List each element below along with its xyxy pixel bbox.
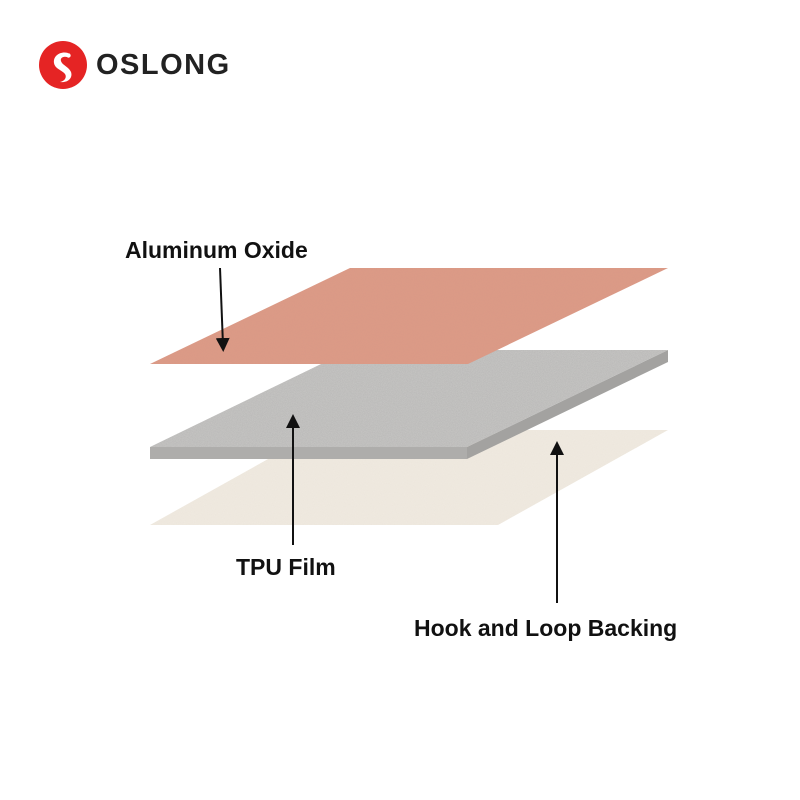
arrow-aluminum-oxide [215, 267, 230, 352]
layer-aluminum-oxide [150, 268, 668, 364]
layer-tpu-film [150, 350, 668, 459]
swan-logo-icon [39, 41, 87, 89]
label-tpu-film: TPU Film [236, 554, 336, 580]
label-hook-loop-backing: Hook and Loop Backing [414, 615, 677, 641]
label-aluminum-oxide: Aluminum Oxide [125, 237, 308, 263]
brand-name: OSLONG [96, 48, 231, 81]
brand-header: OSLONG [38, 40, 231, 90]
